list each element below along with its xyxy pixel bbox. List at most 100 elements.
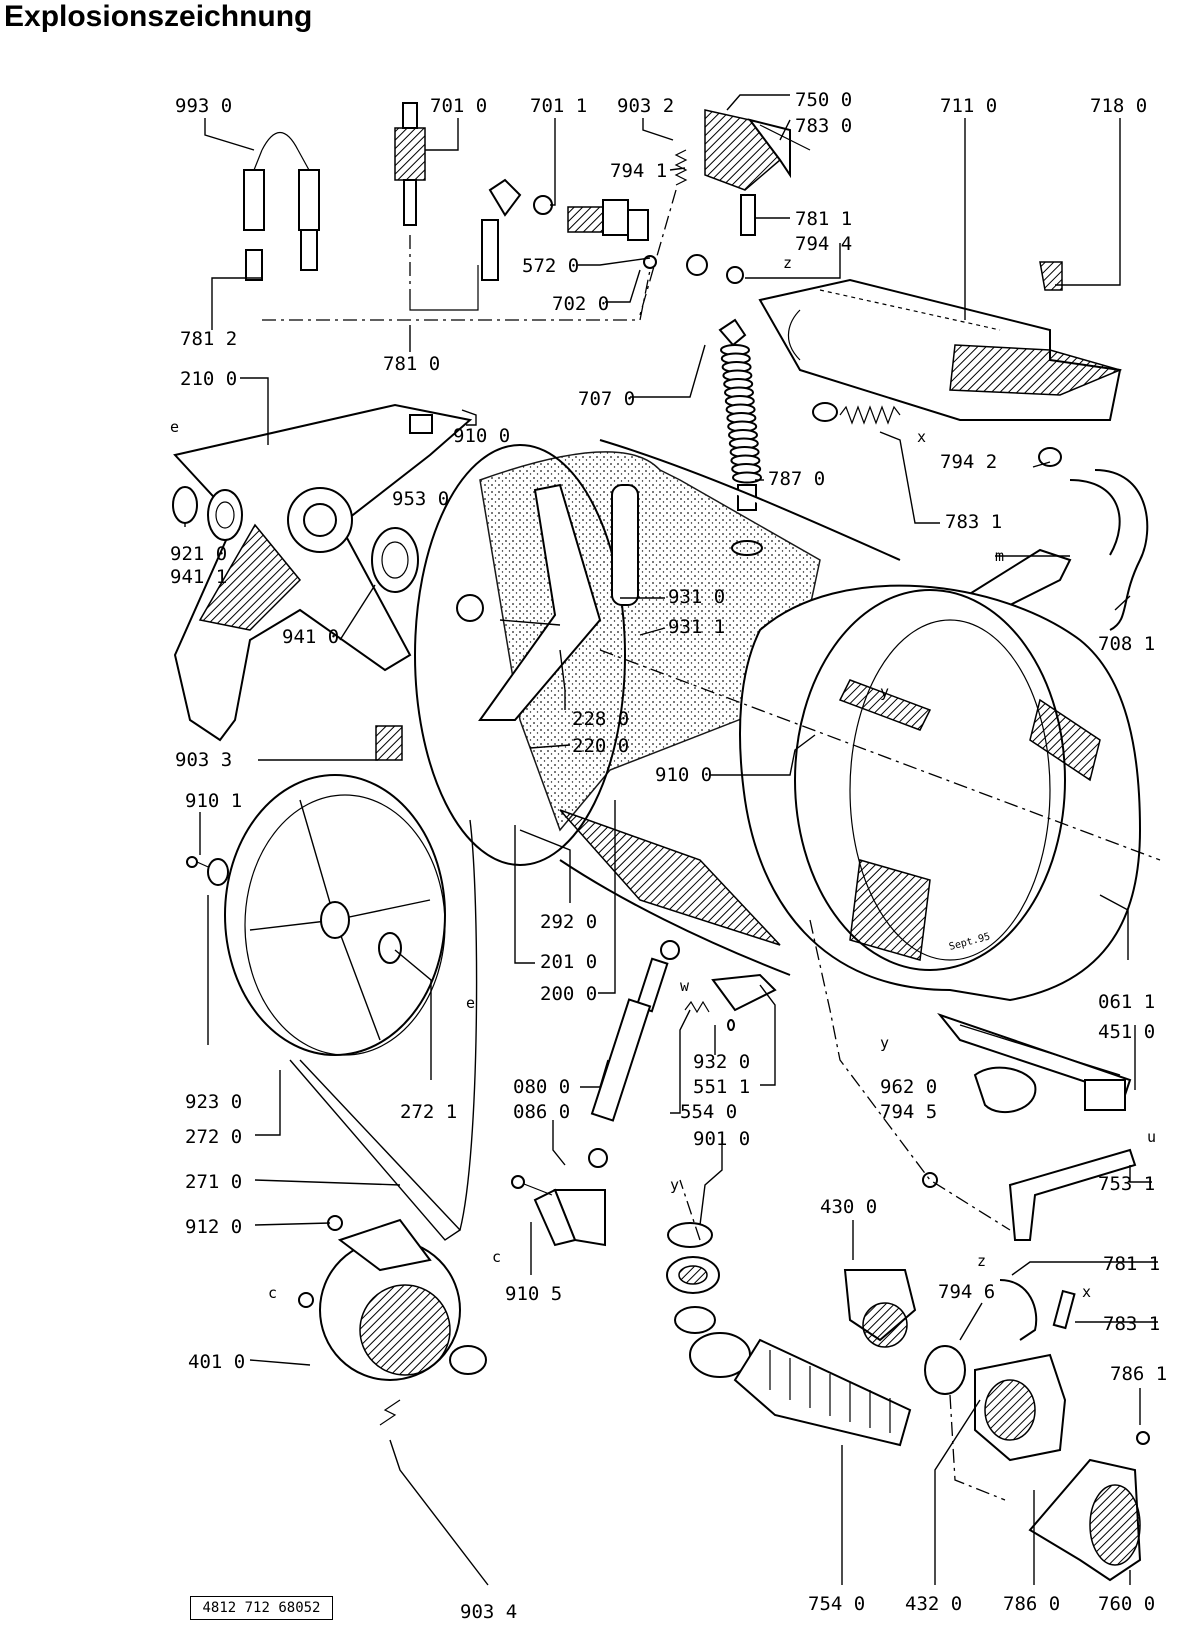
label-932-0: 932 0 (693, 1051, 750, 1073)
label-228-0: 228 0 (572, 708, 629, 730)
label-061-1: 061 1 (1098, 991, 1155, 1013)
label-754-0: 754 0 (808, 1593, 865, 1615)
clip-903-4 (379, 1399, 401, 1426)
label-080-0: 080 0 (513, 1076, 570, 1098)
label-760-0: 760 0 (1098, 1593, 1155, 1615)
document-number: 4812 712 68052 (190, 1596, 333, 1620)
washer-923 (186, 856, 229, 886)
pump-430 (843, 1269, 966, 1395)
label-910-0-lower: 910 0 (655, 764, 712, 786)
label-781-0: 781 0 (383, 353, 440, 375)
label-786-1: 786 1 (1110, 1363, 1167, 1385)
seal-901 (666, 1222, 720, 1334)
label-794-5: 794 5 (880, 1101, 937, 1123)
label-451-0: 451 0 (1098, 1021, 1155, 1043)
spring-794-1 (639, 149, 688, 316)
bracket-753 (922, 1148, 1137, 1241)
label-200-0: 200 0 (540, 983, 597, 1005)
label-786-0: 786 0 (1003, 1593, 1060, 1615)
label-711-0: 711 0 (940, 95, 997, 117)
bracket-086 (511, 1175, 606, 1247)
motor-401 (298, 1215, 487, 1381)
marker-w: w (680, 977, 690, 995)
label-271-0: 271 0 (185, 1171, 242, 1193)
leader-lines (184, 94, 1158, 1586)
filter-housing-432 (974, 1353, 1150, 1582)
rear-cross-210 (173, 403, 473, 742)
clip-718 (1039, 261, 1063, 291)
marker-y-upper: y (880, 683, 889, 701)
label-572-0: 572 0 (522, 255, 579, 277)
label-781-2: 781 2 (180, 328, 237, 350)
label-923-0: 923 0 (185, 1091, 242, 1113)
label-701-0: 701 0 (430, 95, 487, 117)
label-941-1: 941 1 (170, 566, 227, 588)
label-210-0: 210 0 (180, 368, 237, 390)
label-901-0: 901 0 (693, 1128, 750, 1150)
label-931-0: 931 0 (668, 586, 725, 608)
marker-z-upper: z (783, 254, 792, 272)
bellows-rib (732, 471, 762, 484)
label-554-0: 554 0 (680, 1101, 737, 1123)
label-953-0: 953 0 (392, 488, 449, 510)
dispenser-cap-750 (704, 109, 811, 236)
label-220-0: 220 0 (572, 735, 629, 757)
label-794-6: 794 6 (938, 1281, 995, 1303)
marker-y-lower: y (880, 1034, 889, 1052)
label-794-4: 794 4 (795, 233, 852, 255)
sensor-551 (684, 973, 777, 1031)
label-962-0: 962 0 (880, 1076, 937, 1098)
label-794-2: 794 2 (940, 451, 997, 473)
label-903-4: 903 4 (460, 1601, 517, 1623)
drain-hose-754 (689, 1332, 912, 1447)
label-941-0: 941 0 (282, 626, 339, 648)
label-910-1: 910 1 (185, 790, 242, 812)
label-432-0: 432 0 (905, 1593, 962, 1615)
coupling-702 (643, 254, 744, 284)
label-910-5: 910 5 (505, 1283, 562, 1305)
drum-200 (414, 439, 901, 976)
label-272-1: 272 1 (400, 1101, 457, 1123)
shock-absorber-080 (588, 940, 680, 1168)
marker-u: u (1147, 1128, 1156, 1146)
valve-701 (394, 102, 479, 311)
heater-451 (937, 1012, 1132, 1111)
marker-c-left: c (268, 1284, 277, 1302)
marker-y-pump: y (670, 1176, 679, 1194)
label-201-0: 201 0 (540, 951, 597, 973)
label-787-0: 787 0 (768, 468, 825, 490)
label-781-1-lower: 781 1 (1103, 1253, 1160, 1275)
label-910-0-upper: 910 0 (453, 425, 510, 447)
page-title: Explosionszeichnung (4, 0, 313, 33)
label-551-1: 551 1 (693, 1076, 750, 1098)
hose-clamp-993 (243, 132, 320, 281)
label-708-1: 708 1 (1098, 633, 1155, 655)
label-921-0: 921 0 (170, 543, 227, 565)
label-781-1-upper: 781 1 (795, 208, 852, 230)
marker-e-upper: e (170, 418, 179, 436)
label-702-0: 702 0 (552, 293, 609, 315)
pad-962 (973, 1066, 1037, 1114)
label-718-0: 718 0 (1090, 95, 1147, 117)
marker-x-lower: x (1082, 1283, 1091, 1301)
belt-271 (289, 819, 478, 1241)
label-783-1-upper: 783 1 (945, 511, 1002, 533)
label-272-0: 272 0 (185, 1126, 242, 1148)
label-912-0: 912 0 (185, 1216, 242, 1238)
pulley-272 (224, 774, 446, 1056)
label-794-1: 794 1 (610, 160, 667, 182)
label-993-0: 993 0 (175, 95, 232, 117)
spring-783-1 (812, 402, 1062, 467)
marker-z-lower: z (977, 1252, 986, 1270)
label-903-2: 903 2 (617, 95, 674, 117)
marker-x-upper: x (917, 428, 926, 446)
label-701-1: 701 1 (530, 95, 587, 117)
marker-c-right: c (492, 1248, 501, 1266)
label-783-1-lower: 783 1 (1103, 1313, 1160, 1335)
guide-lines (262, 269, 1161, 1501)
hose-781-1-lower (999, 1279, 1076, 1341)
label-292-0: 292 0 (540, 911, 597, 933)
label-903-3: 903 3 (175, 749, 232, 771)
label-401-0: 401 0 (188, 1351, 245, 1373)
